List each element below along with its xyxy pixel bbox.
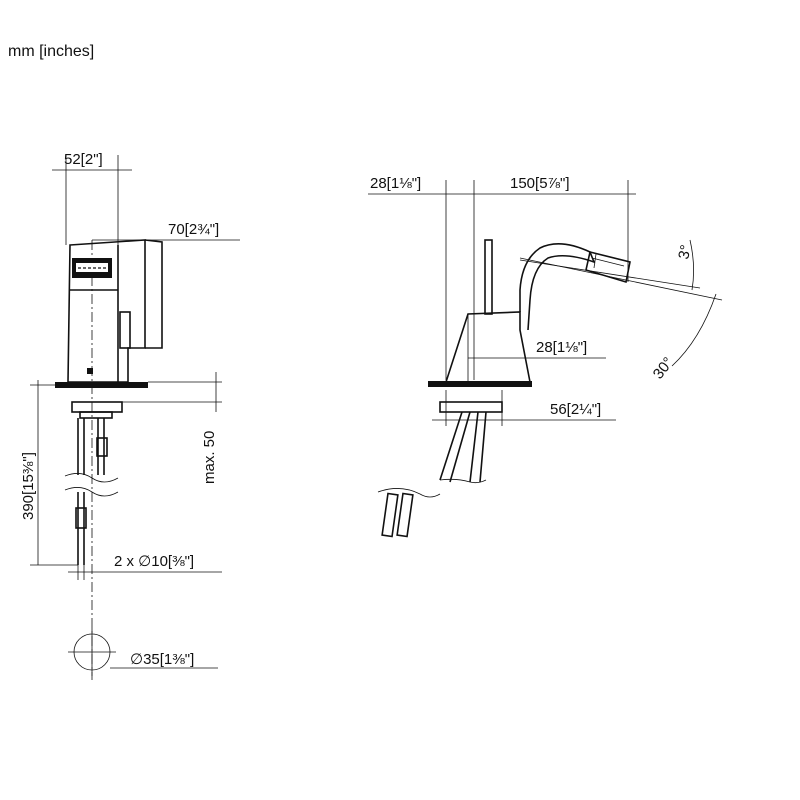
- dim-hoses: 2 x ∅10[⅜"]: [68, 548, 222, 580]
- dim-reach-label: 150[5⅞"]: [510, 175, 570, 192]
- dim-height-390: 390[15⅜"]: [20, 380, 78, 566]
- dim-width-label: 52[2"]: [64, 151, 103, 168]
- mounting-front: [64, 401, 123, 565]
- dim-hoses-label: 2 x ∅10[⅜"]: [114, 553, 194, 570]
- dim-height-label: 390[15⅜"]: [20, 452, 37, 520]
- faucet-body-front: [55, 239, 163, 388]
- dim-spout-base-label: 28[1⅛"]: [536, 339, 587, 356]
- dim-angle-large-label: 30°: [650, 354, 677, 382]
- dim-body-28: 28[1⅛"]: [368, 175, 636, 380]
- dim-body-label: 28[1⅛"]: [370, 175, 421, 192]
- dim-width-52: 52[2"]: [52, 151, 132, 245]
- dim-spout-base-28: 28[1⅛"]: [468, 339, 606, 359]
- faucet-body-side: [428, 239, 631, 387]
- dim-lever-70: 70[2¾"]: [92, 221, 240, 241]
- dim-angle-small-label: 3°: [675, 243, 695, 261]
- dim-angles: 3° 30°: [519, 239, 723, 382]
- dim-lever-label: 70[2¾"]: [168, 221, 219, 238]
- dim-base-depth-56: 56[2¼"]: [432, 390, 616, 426]
- dim-max-50: max. 50: [122, 372, 222, 484]
- dim-base-depth-label: 56[2¼"]: [550, 401, 601, 418]
- dim-max-label: max. 50: [201, 431, 218, 484]
- front-view: 52[2"] 70[2¾"] 390[15⅜"] max. 50 2 x ∅10…: [20, 151, 240, 680]
- units-label: mm [inches]: [8, 43, 94, 60]
- dim-hole-label: ∅35[1⅜"]: [130, 651, 194, 668]
- side-view: 28[1⅛"] 150[5⅞"] 3° 30° 28[1⅛"] 56[2¼"]: [368, 175, 723, 538]
- dim-reach-150: 150[5⅞"]: [510, 175, 629, 282]
- dim-hole: ∅35[1⅜"]: [110, 651, 218, 669]
- mounting-side: [377, 401, 503, 538]
